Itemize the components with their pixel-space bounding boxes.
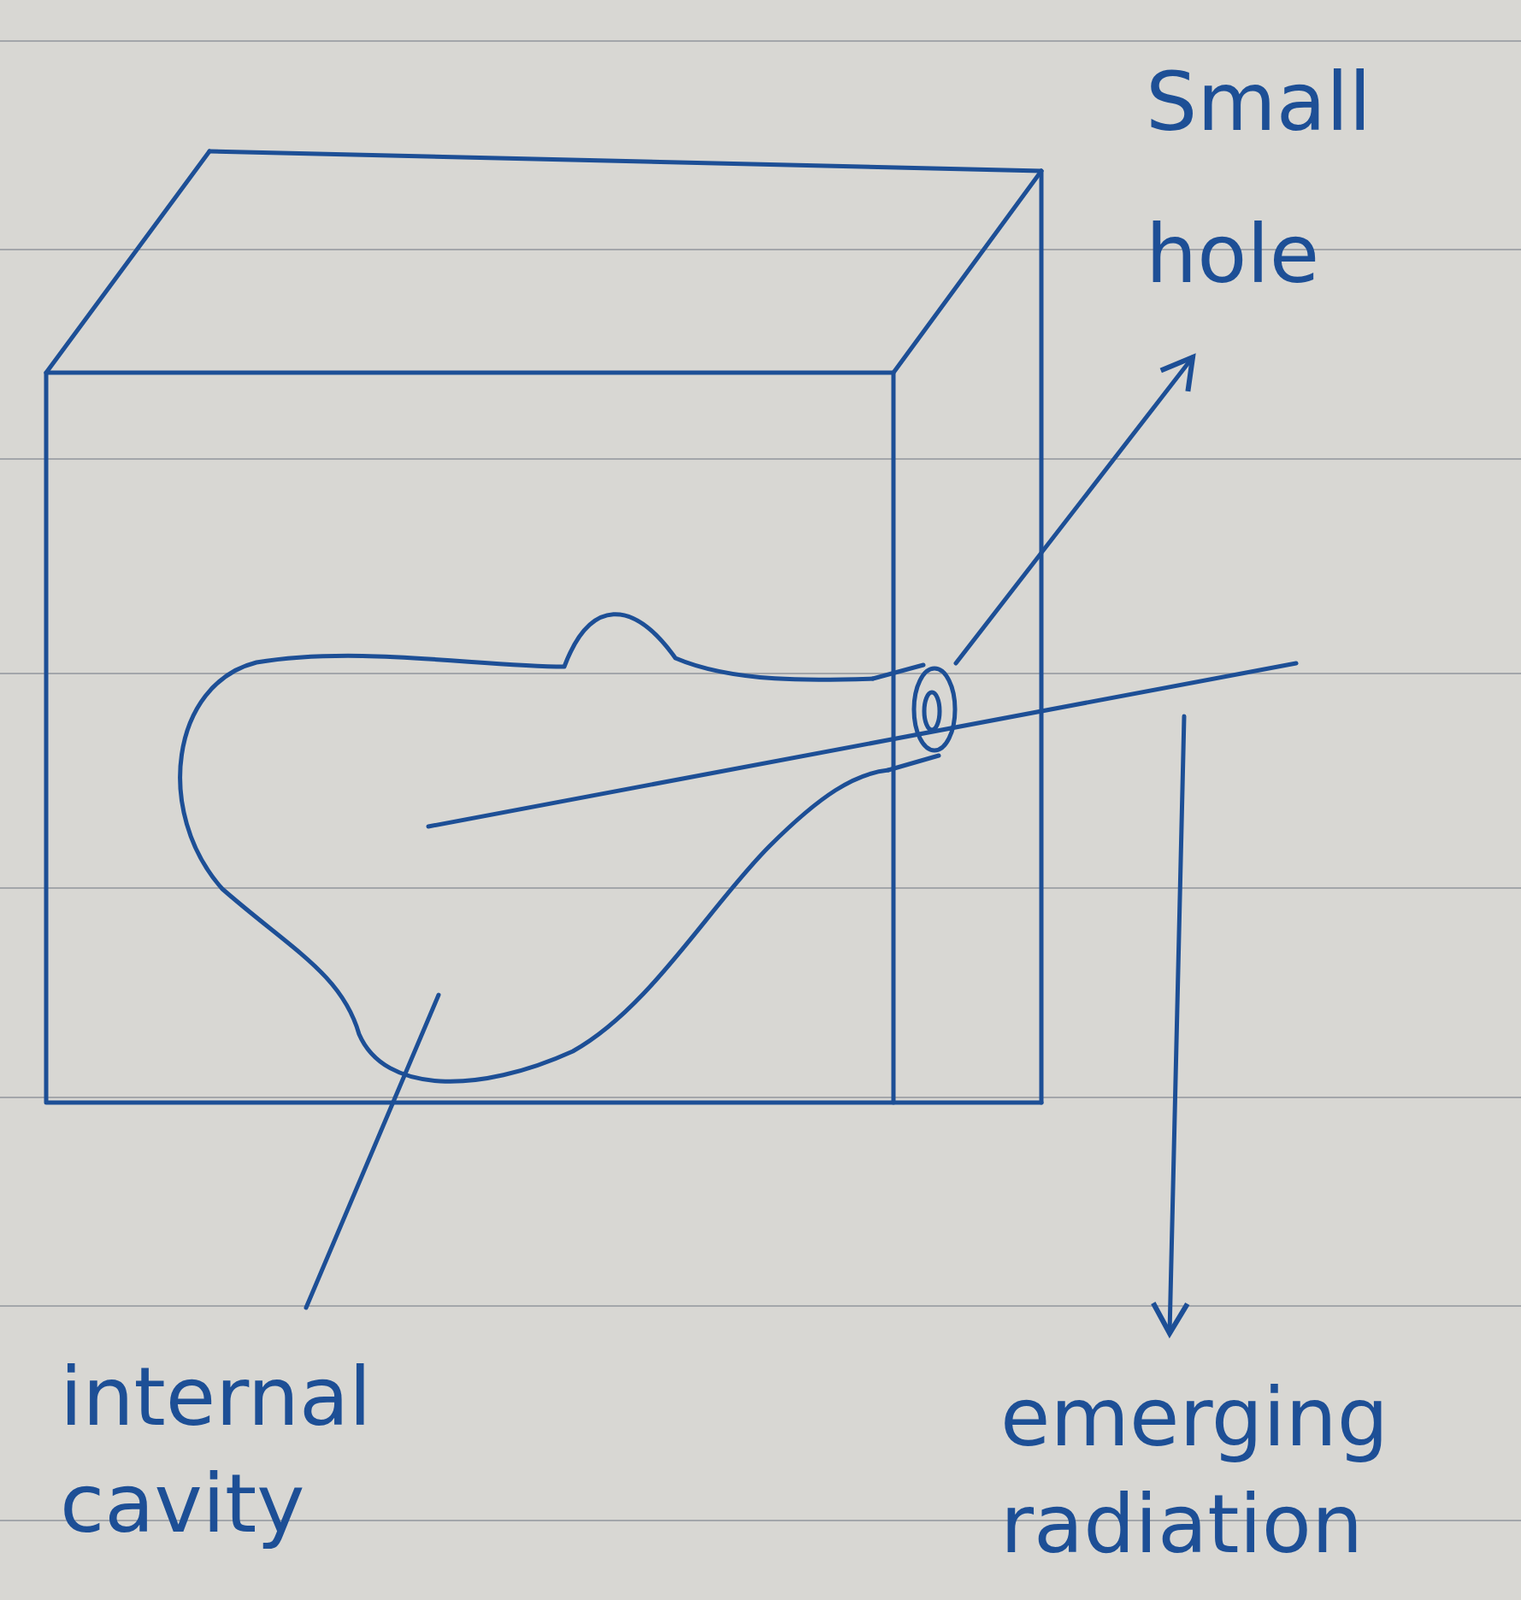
leader-line: [955, 357, 1193, 664]
hole-tube: [888, 755, 939, 771]
leader-line: [1169, 716, 1185, 1334]
cube: [46, 151, 1042, 1103]
callout-label: Small hole: [1145, 25, 1488, 331]
callout-label: internal cavity: [59, 1344, 505, 1558]
small-hole: [913, 668, 956, 751]
callout-label: emerging radiation: [1000, 1364, 1497, 1579]
hole-tube: [872, 665, 924, 679]
small-hole-inner: [924, 692, 940, 731]
leader-line: [306, 995, 439, 1309]
cavity-outline: [180, 614, 889, 1083]
radiation-ray: [428, 663, 1297, 827]
